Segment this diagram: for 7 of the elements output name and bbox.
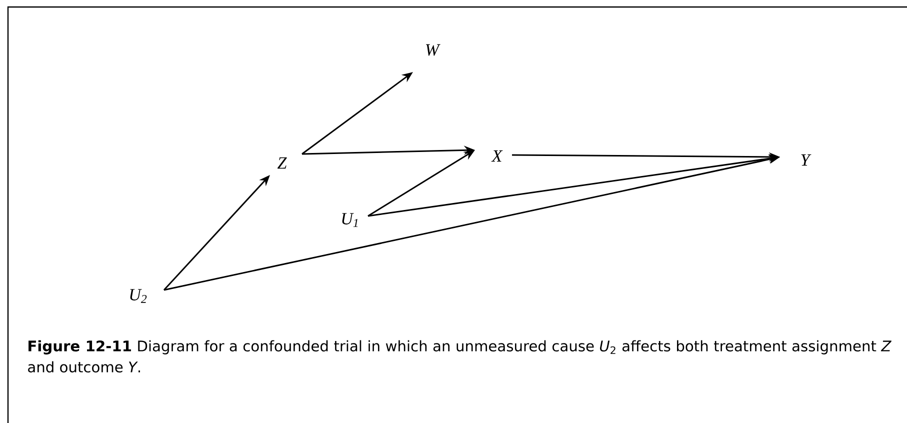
variable-label: U$_{2}$ (130, 289, 147, 303)
variable-label: U$_{1}$ (342, 213, 358, 227)
variable-label: W (426, 44, 440, 56)
variable-label: X (491, 150, 503, 162)
variable-label: Y (801, 154, 812, 166)
figure-caption: Figure 12-11 Diagram for a confounded trial in which an unmeasured cause U$_{2}$ affects both treatment assignment Z and outcome Y. (28, 340, 892, 372)
variable-label: Z (277, 157, 287, 169)
